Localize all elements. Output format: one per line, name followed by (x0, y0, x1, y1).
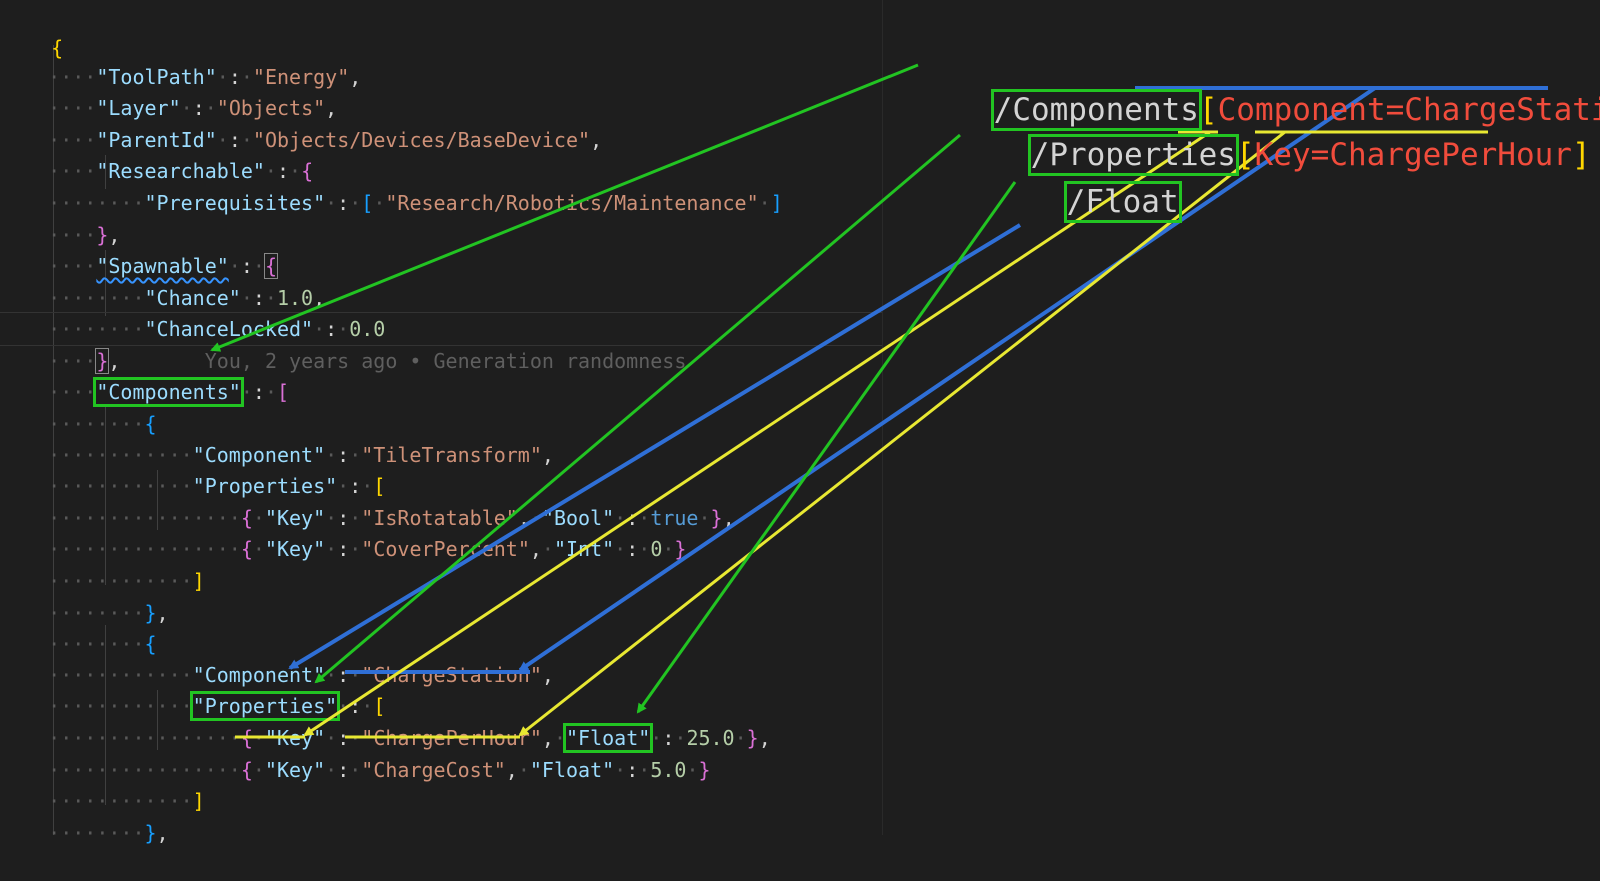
code-line-16[interactable]: ················{·"Key"·:·"IsRotatable",… (48, 506, 735, 530)
git-blame-annotation: You, 2 years ago • Generation randomness (204, 349, 687, 373)
current-line-highlight (0, 312, 882, 346)
json-key: "Chance" (144, 286, 241, 310)
json-boolean: true (650, 506, 699, 530)
json-key: "Key" (264, 506, 326, 530)
json-string: "Energy" (252, 65, 350, 89)
float-key-highlight: "Float" (562, 723, 654, 753)
code-line-8[interactable]: ····"Spawnable"·:·{ (48, 253, 278, 279)
indent-guide (105, 155, 106, 189)
code-line-18[interactable]: ············] (48, 569, 205, 593)
float-segment: /Float (1063, 181, 1182, 223)
indent-guide (105, 405, 106, 585)
path-segment-float: /Float (992, 139, 1182, 223)
json-key: "Spawnable" (96, 254, 229, 278)
code-line-5[interactable]: ····"Researchable"·:·{ (48, 159, 314, 183)
blue-arrow-component (518, 86, 1377, 672)
components-segment: /Components (990, 89, 1202, 131)
json-key: "Key" (264, 758, 326, 782)
json-key: "Layer" (96, 96, 181, 120)
code-line-2[interactable]: ····"ToolPath"·:·"Energy", (48, 65, 362, 89)
json-string: "TileTransform" (361, 443, 542, 467)
green-arrow-components (210, 63, 919, 352)
json-string: "ChargeCost" (361, 758, 506, 782)
green-arrow-float (636, 181, 1017, 714)
path-segment-properties: /Properties[Key=ChargePerHour] (1027, 134, 1591, 176)
properties-segment: /Properties (1027, 134, 1239, 176)
code-line-20[interactable]: ········{ (48, 632, 157, 656)
json-number: 5.0 (650, 758, 687, 782)
code-line-9[interactable]: ········"Chance"·:·1.0, (48, 286, 326, 310)
brace-open: { (51, 36, 64, 60)
yellow-arrow-value (518, 130, 1286, 737)
code-line-3[interactable]: ····"Layer"·:·"Objects", (48, 96, 338, 120)
code-line-10[interactable]: ········"ChanceLocked"·:·0.0 (48, 317, 386, 341)
indent-guide (105, 625, 106, 805)
json-number: 0.0 (349, 317, 386, 341)
json-key: "Properties" (192, 474, 338, 498)
json-key: "Prerequisites" (144, 191, 326, 215)
green-arrow-properties (314, 133, 961, 684)
code-line-21[interactable]: ············"Component"·:·"ChargeStation… (48, 663, 554, 687)
indent-guide (157, 690, 158, 750)
code-line-25[interactable]: ············] (48, 789, 205, 813)
indent-guide (157, 470, 158, 530)
json-string: "IsRotatable" (361, 506, 518, 530)
json-key: "Researchable" (96, 159, 265, 183)
value-selector: ChargePerHour (1329, 137, 1572, 173)
json-key: "Component" (192, 663, 326, 687)
json-number: 25.0 (686, 726, 735, 750)
editor-ruler (882, 0, 883, 835)
code-line-13[interactable]: ········{ (48, 412, 157, 436)
json-string: "Research/Robotics/Maintenance" (385, 191, 759, 215)
path-segment-components: /Components[Component=ChargeStation] (919, 47, 1600, 131)
indent-guide (105, 250, 106, 316)
code-editor[interactable]: { ····"ToolPath"·:·"Energy", ····"Layer"… (0, 0, 1600, 845)
json-key: "Component" (192, 443, 326, 467)
code-line-14[interactable]: ············"Component"·:·"TileTransform… (48, 443, 554, 467)
code-line-17[interactable]: ················{·"Key"·:·"CoverPercent"… (48, 537, 687, 561)
code-line-7[interactable]: ····}, (48, 223, 121, 247)
code-line-11[interactable]: ····}, You, 2 years ago • Generation ran… (48, 348, 687, 374)
json-key: "Float" (529, 758, 615, 782)
json-number: 0 (650, 537, 663, 561)
annotation-arrows (210, 63, 1548, 739)
indent-guide (53, 45, 54, 835)
properties-key-highlight: "Properties" (189, 691, 341, 721)
json-string: "Objects" (216, 96, 326, 120)
code-line-24[interactable]: ················{·"Key"·:·"ChargeCost",·… (48, 758, 711, 782)
json-key: "ToolPath" (96, 65, 217, 89)
json-number: 1.0 (276, 286, 314, 310)
json-key: "Key" (264, 537, 326, 561)
json-key: "ParentId" (96, 128, 217, 152)
component-selector: Component=ChargeStation (1217, 92, 1600, 128)
yellow-arrow-key (303, 130, 1211, 737)
code-line-22[interactable]: ············"Properties"·:·[ (48, 691, 386, 721)
json-string: "ChargeStation" (361, 663, 542, 687)
json-string: "Objects/Devices/BaseDevice" (252, 128, 591, 152)
code-line-15[interactable]: ············"Properties"·:·[ (48, 474, 386, 498)
blue-arrow-properties (288, 223, 1022, 670)
code-line-12[interactable]: ····"Components"·:·[ (48, 377, 290, 407)
code-line-4[interactable]: ····"ParentId"·:·"Objects/Devices/BaseDe… (48, 128, 603, 152)
code-line-19[interactable]: ········}, (48, 601, 169, 625)
components-key-highlight: "Components" (93, 377, 244, 407)
code-line-1[interactable]: { (3, 0, 63, 60)
key-selector: Key (1254, 137, 1311, 173)
code-line-6[interactable]: ········"Prerequisites"·:·[·"Research/Ro… (48, 191, 783, 215)
